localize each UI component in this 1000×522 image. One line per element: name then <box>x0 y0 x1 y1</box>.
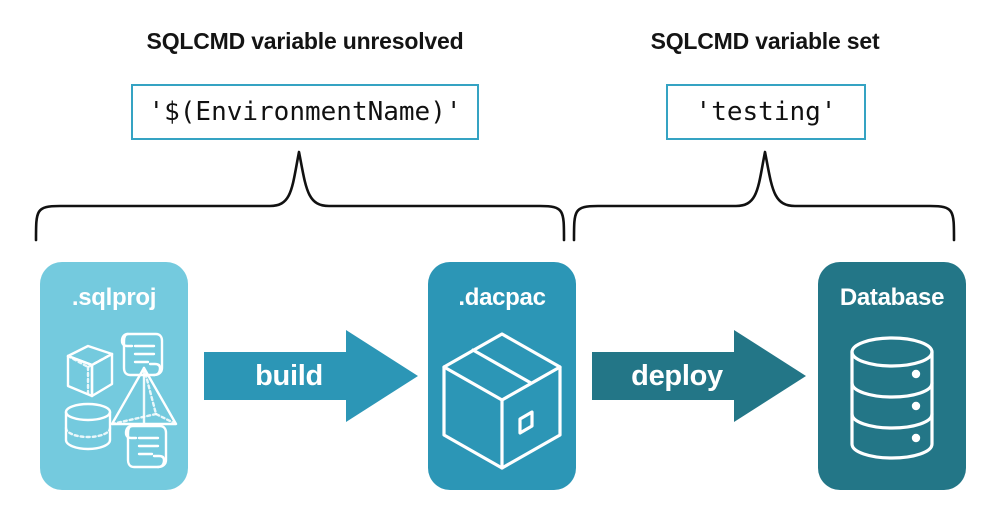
arrow-deploy-shape <box>592 330 806 422</box>
arrow-build: build <box>204 330 418 422</box>
database-cylinder-icon <box>850 336 934 460</box>
stage-label-dacpac: .dacpac <box>458 284 546 311</box>
script-scroll-icon <box>120 332 164 377</box>
script-scroll-icon <box>124 424 168 469</box>
database-artwork <box>818 320 966 482</box>
brace-right <box>572 150 956 242</box>
stage-box-database: Database <box>818 262 966 490</box>
stage-box-dacpac: .dacpac <box>428 262 576 490</box>
cube-icon <box>66 344 114 398</box>
arrow-build-shape <box>204 330 418 422</box>
cylinder-icon <box>64 402 112 451</box>
heading-sqlcmd-variable-set: SQLCMD variable set <box>650 28 880 54</box>
dacpac-artwork <box>428 320 576 482</box>
stage-label-sqlproj: .sqlproj <box>71 284 157 311</box>
stage-label-database: Database <box>839 284 945 311</box>
heading-sqlcmd-variable-unresolved: SQLCMD variable unresolved <box>146 28 464 54</box>
stage-box-sqlproj: .sqlproj <box>40 262 188 490</box>
arrow-deploy: deploy <box>592 330 806 422</box>
package-box-icon <box>442 332 562 470</box>
sqlproj-artwork <box>40 320 188 482</box>
code-box-environment-name: '$(EnvironmentName)' <box>131 84 479 140</box>
sqlproj-icon-group <box>64 332 178 469</box>
pyramid-icon <box>110 366 178 426</box>
code-box-testing: 'testing' <box>666 84 866 140</box>
brace-left <box>34 150 566 242</box>
